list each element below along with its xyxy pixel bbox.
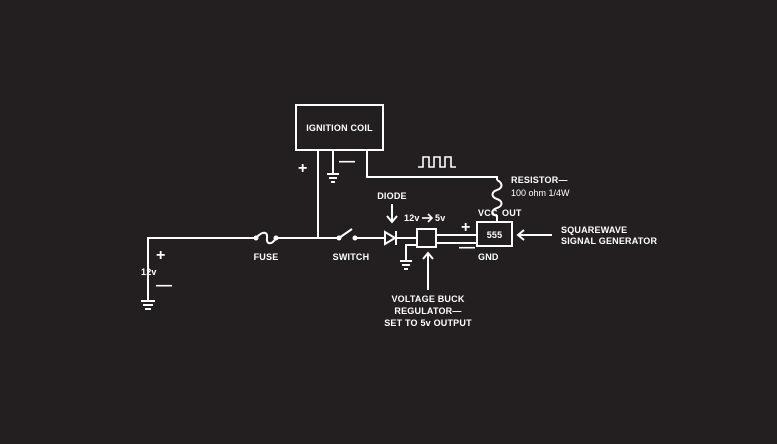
fuse-label: FUSE xyxy=(254,252,279,262)
ignition-coil-box xyxy=(295,104,384,151)
coil-plus-sign: + xyxy=(298,160,307,177)
regulator-output-label: 5v xyxy=(435,213,445,223)
switch-label: SWITCH xyxy=(333,252,370,262)
diode-pointer-arrow xyxy=(386,204,398,224)
signal-generator-label-line2: SIGNAL GENERATOR xyxy=(561,236,658,246)
regulator-input-label: 12v xyxy=(404,213,420,223)
signal-generator-pointer-arrow xyxy=(516,229,552,241)
regulator-desc-line1: VOLTAGE BUCK xyxy=(391,294,464,304)
battery-ground-icon xyxy=(141,300,155,310)
signal-generator-label-line1: SQUAREWAVE xyxy=(561,225,627,235)
coil-minus-sign: — xyxy=(339,153,355,170)
regulator-ground-icon xyxy=(400,260,412,270)
diode-icon xyxy=(384,230,397,246)
diode-label: DIODE xyxy=(377,191,407,201)
arrow-right-icon xyxy=(422,213,434,223)
vcc-pin-label: VCC xyxy=(478,208,498,218)
battery-positive-wire xyxy=(147,237,256,283)
regulator-plus-sign: + xyxy=(461,219,470,236)
resistor-label-line1: RESISTOR— xyxy=(511,175,568,185)
resistor-label-line2: 100 ohm 1/4W xyxy=(511,188,570,198)
battery-plus-sign: + xyxy=(156,247,165,264)
coil-signal-wire xyxy=(366,150,498,180)
regulator-desc-line3: SET TO 5v OUTPUT xyxy=(384,318,472,328)
battery-minus-sign: — xyxy=(156,277,172,294)
regulator-desc-line2: REGULATOR— xyxy=(394,306,461,316)
regulator-minus-sign: — xyxy=(459,239,475,256)
switch-icon xyxy=(336,228,358,241)
chip-555-box xyxy=(476,221,513,247)
squarewave-pulse-icon xyxy=(418,156,456,168)
voltage-regulator-box xyxy=(416,228,437,248)
resistor-icon xyxy=(491,179,503,222)
coil-ground-icon xyxy=(327,173,339,183)
chip-555-label: 555 xyxy=(487,230,503,240)
ignition-coil-label: IGNITION COIL xyxy=(306,123,373,133)
gnd-pin-label: GND xyxy=(478,252,499,262)
regulator-ground-wire xyxy=(405,244,417,261)
out-pin-label: OUT xyxy=(502,208,522,218)
battery-voltage-label: 12v xyxy=(141,267,157,277)
regulator-pointer-arrow xyxy=(422,251,434,290)
fuse-icon xyxy=(253,231,279,245)
